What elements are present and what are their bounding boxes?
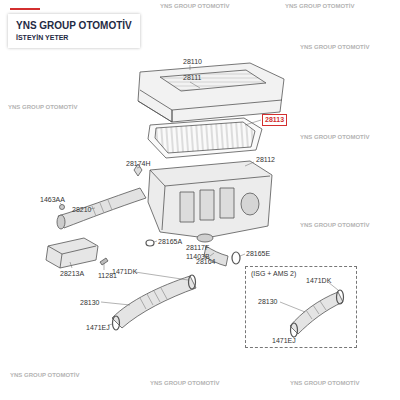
watermark: YNS GROUP OTOMOTİV [160,3,229,9]
callout-number: 28110 [183,58,202,65]
highlighted-callout: 28113 [262,114,287,126]
callout-number: 1463AA [40,196,65,203]
callout-number: 28165A [158,238,182,245]
watermark: YNS GROUP OTOMOTİV [8,104,77,110]
watermark: YNS GROUP OTOMOTİV [285,3,354,9]
callout-number: 28117F [186,244,209,251]
watermark: YNS GROUP OTOMOTİV [290,380,359,386]
callout-number: 28164 [196,258,215,265]
node-text: (ISG + AMS 2) [251,270,351,278]
callout-number: 1471EJ [272,337,296,344]
watermark: YNS GROUP OTOMOTİV [300,44,369,50]
callout-number: 28210 [72,206,91,213]
node-text: 28113 [265,116,284,124]
watermark: YNS GROUP OTOMOTİV [300,222,369,228]
callout-number: 1471DK [306,277,331,284]
callout-number: 1471DK [112,268,137,275]
callout-number: 28130 [80,299,99,306]
watermark: YNS GROUP OTOMOTİV [150,380,219,386]
callout-number: 28111 [183,74,201,81]
node-text: İSTEYİN YETER [16,34,132,42]
logo-box: YNS GROUP OTOMOTİV İSTEYİN YETER [8,14,140,48]
watermark: YNS GROUP OTOMOTİV [300,134,369,140]
watermark: YNS GROUP OTOMOTİV [10,372,79,378]
callout-number: 1471EJ [86,324,110,331]
callout-number: 28213A [60,270,84,277]
variant-region: (ISG + AMS 2) [245,266,357,348]
callout-number: 28130 [258,298,277,305]
callout-number: 28165E [246,250,270,257]
node-text: YNS GROUP OTOMOTİV [16,20,132,31]
callout-number: 28112 [256,156,275,163]
callout-number: 28174H [126,160,151,167]
